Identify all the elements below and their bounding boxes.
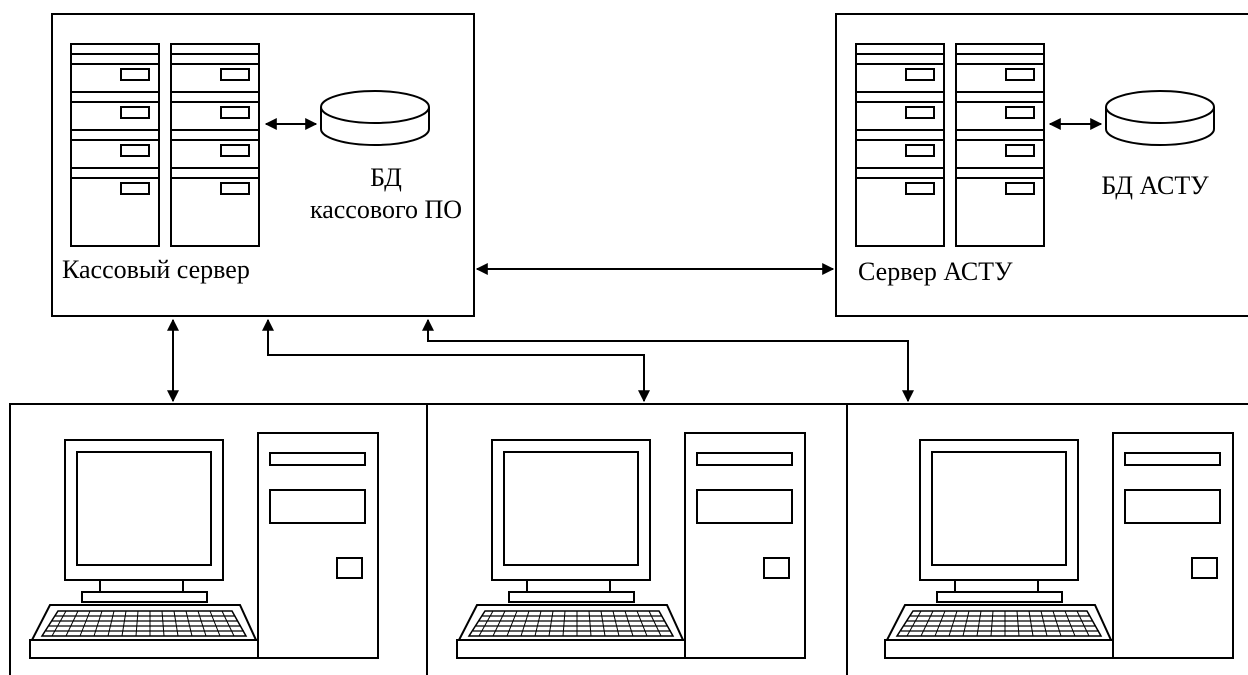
cash-db-icon bbox=[320, 90, 430, 146]
cash-server-label: Кассовый сервер bbox=[62, 255, 250, 284]
workstation-row bbox=[9, 403, 1248, 675]
workstation-2-computer-icon bbox=[456, 432, 806, 659]
link-cash-server-ws3 bbox=[422, 318, 914, 403]
astu-db-label: БД АСТУ bbox=[1101, 171, 1209, 200]
astu-db-icon bbox=[1105, 90, 1215, 146]
cash-db-label-line1: БД bbox=[370, 163, 402, 192]
astu-server-label: Сервер АСТУ bbox=[858, 257, 1013, 286]
workstation-1-computer-icon bbox=[29, 432, 379, 659]
link-cash-server-ws2 bbox=[262, 318, 650, 403]
cash-db-label-line2: кассового ПО bbox=[310, 195, 462, 224]
workstation-row-frame bbox=[9, 403, 1248, 675]
cash-server-node: БД кассового ПО Кассовый сервер bbox=[51, 13, 475, 317]
workstation-3-computer-icon bbox=[884, 432, 1234, 659]
astu-server-node: БД АСТУ Сервер АСТУ bbox=[835, 13, 1248, 317]
